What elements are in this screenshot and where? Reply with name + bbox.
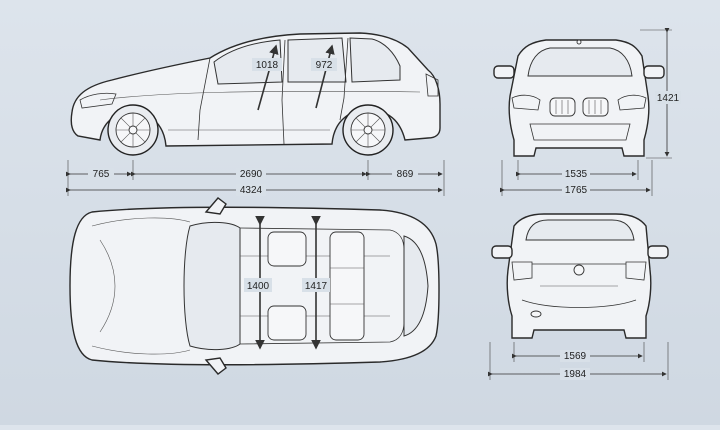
headroom-front-label: 1018: [256, 60, 279, 71]
wheelbase-label: 2690: [240, 169, 263, 180]
side-dimension-lines: 765 2690 869 4324: [66, 160, 445, 196]
top-view: 1400 1417: [69, 197, 440, 375]
front-shoulder-width-label: 1400: [247, 281, 270, 292]
vehicle-width-label: 1765: [565, 185, 588, 196]
headroom-rear-label: 972: [316, 60, 333, 71]
rear-shoulder-width-label: 1417: [305, 281, 328, 292]
rear-overhang-label: 869: [397, 169, 414, 180]
front-dimension-lines: 1421 1535 1765: [500, 28, 681, 196]
front-overhang-label: 765: [93, 169, 110, 180]
rear-view: [491, 213, 669, 339]
rear-dimension-lines: 1569 1984: [488, 342, 669, 380]
vehicle-height-label: 1421: [657, 93, 680, 104]
side-view: 1018 972: [70, 32, 441, 156]
width-with-mirrors-label: 1984: [564, 369, 587, 380]
rear-track-label: 1569: [564, 351, 587, 362]
front-view: [493, 39, 665, 157]
overall-length-label: 4324: [240, 185, 263, 196]
front-track-label: 1535: [565, 169, 588, 180]
